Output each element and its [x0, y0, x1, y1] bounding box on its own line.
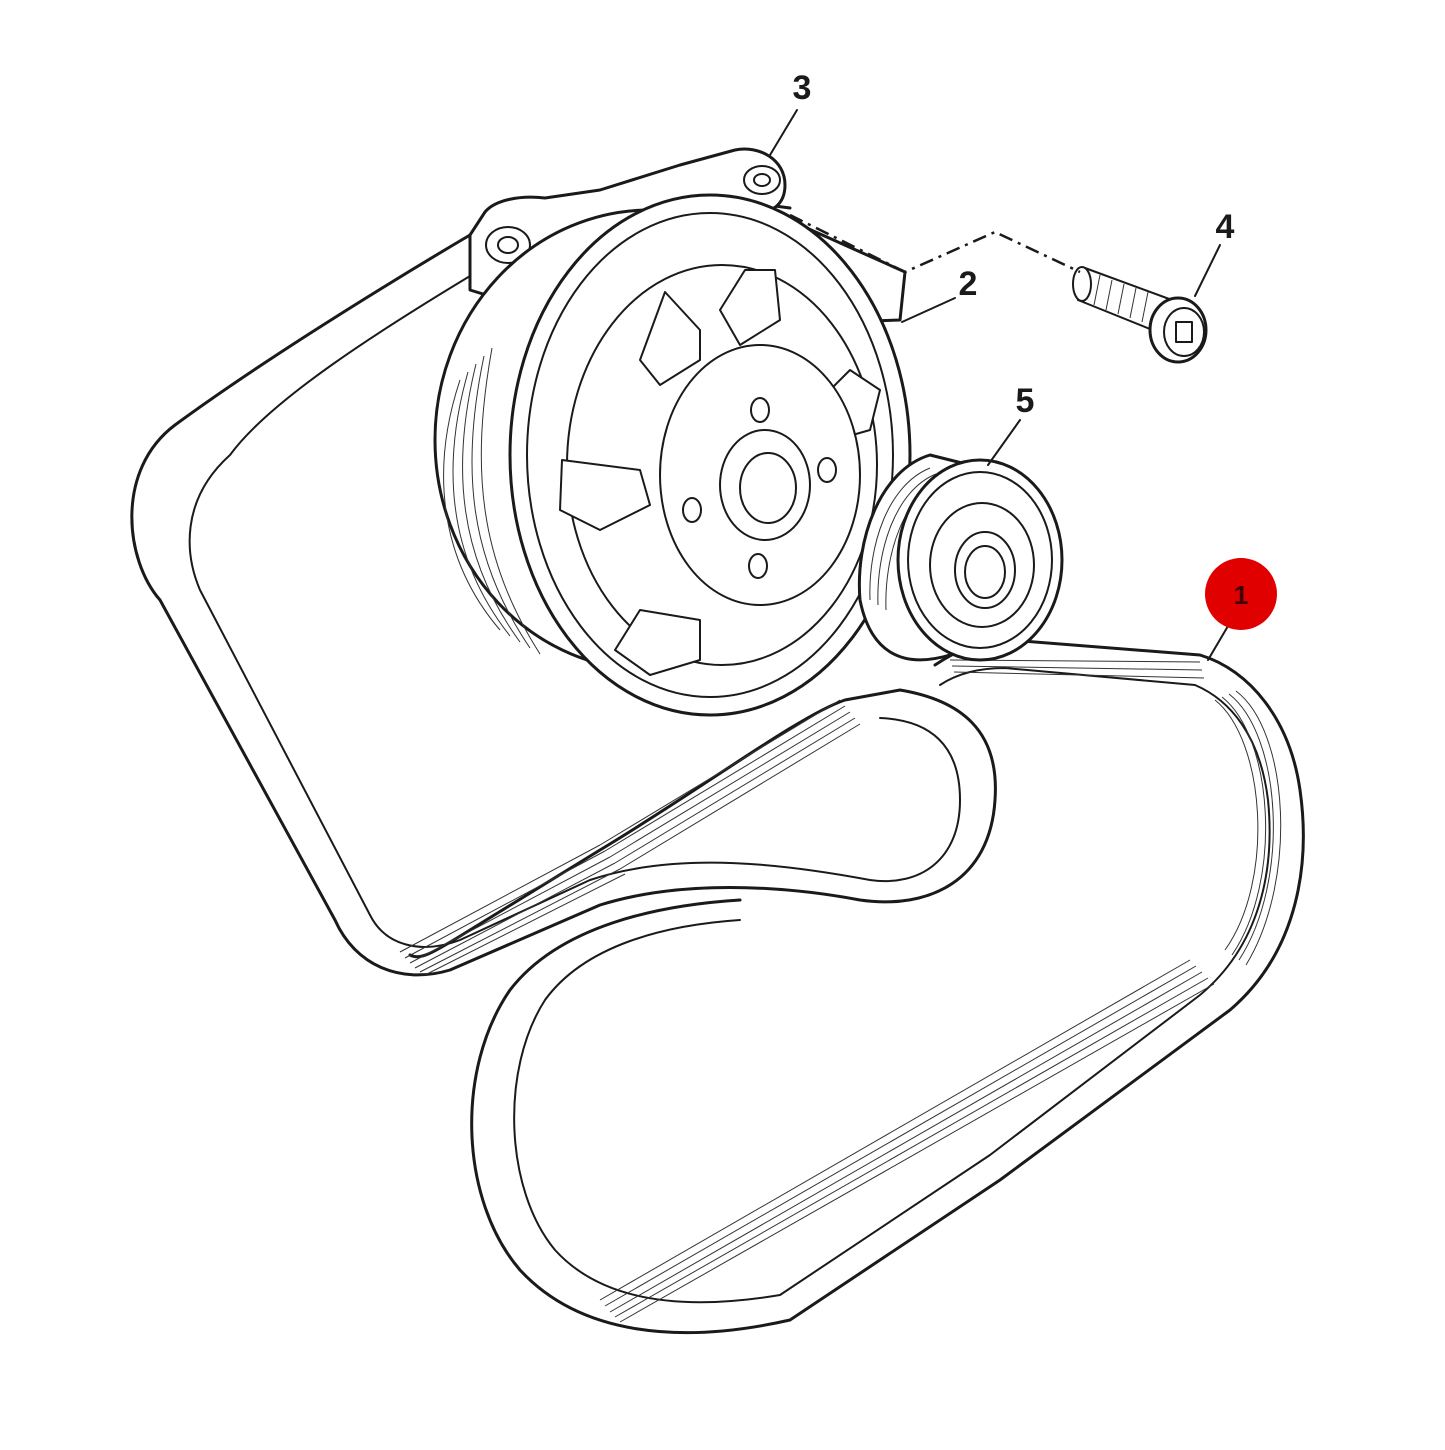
leader-line-3 [769, 109, 798, 156]
highlight-circle [1205, 558, 1277, 630]
serpentine-belt [130, 199, 1305, 1335]
bolt-reference-line [789, 213, 1081, 274]
pump-pulley [433, 193, 912, 717]
idler-pulley [857, 453, 1064, 662]
leader-line-1 [1207, 625, 1229, 661]
leader-line-5 [987, 419, 1021, 466]
callout-1: 1 [1234, 580, 1248, 610]
leader-line-2 [901, 297, 956, 323]
callout-2: 2 [959, 265, 978, 303]
callout-5: 5 [1016, 382, 1035, 420]
callout-4: 4 [1216, 208, 1235, 246]
mounting-bolt [1072, 266, 1208, 364]
leader-line-4 [1194, 244, 1221, 297]
callout-3: 3 [793, 69, 812, 107]
callout-1-highlight: 1 [1205, 558, 1277, 630]
